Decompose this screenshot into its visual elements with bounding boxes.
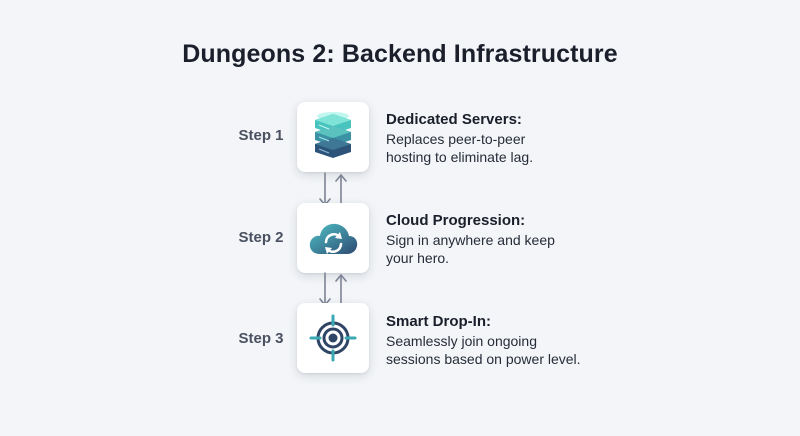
step-2-heading: Cloud Progression:	[386, 212, 526, 229]
step-2-card	[297, 203, 369, 273]
step-1-card	[297, 102, 369, 172]
step-3-description: Smart Drop-In: Seamlessly join ongoing s…	[386, 313, 646, 368]
step-3-text: Seamlessly join ongoing sessions based o…	[386, 333, 581, 367]
step-2-label: Step 2	[238, 229, 284, 246]
server-stack-icon	[315, 112, 351, 158]
step-2-text: Sign in anywhere and keep your hero.	[386, 232, 555, 266]
target-icon	[309, 314, 357, 362]
step-1-description: Dedicated Servers: Replaces peer-to-peer…	[386, 111, 646, 166]
step-3-label: Step 3	[238, 330, 284, 347]
diagram-title: Dungeons 2: Backend Infrastructure	[182, 40, 618, 68]
step-1-text: Replaces peer-to-peer hosting to elimina…	[386, 131, 534, 165]
step-3-card	[297, 303, 369, 373]
step-2-description: Cloud Progression: Sign in anywhere and …	[386, 212, 646, 267]
cloud-sync-icon	[309, 223, 358, 254]
step-1-heading: Dedicated Servers:	[386, 111, 522, 128]
step-1-label: Step 1	[238, 127, 284, 144]
step-3-heading: Smart Drop-In:	[386, 313, 491, 330]
